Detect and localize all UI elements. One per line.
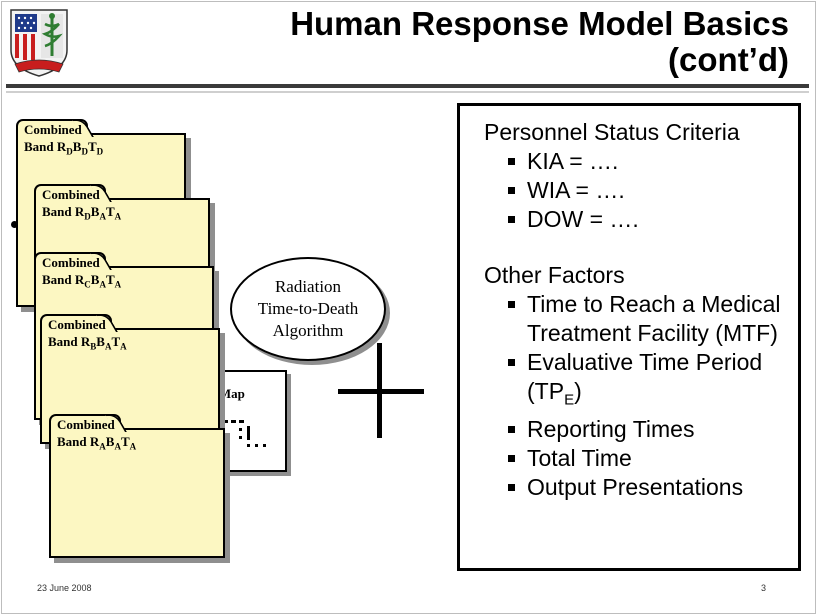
header-rule <box>6 84 809 88</box>
algorithm-line-1: Radiation <box>274 277 342 296</box>
folder-band: Band RABATA <box>57 434 137 452</box>
algorithm-line-2: Time-to-Death <box>257 299 359 318</box>
army-medical-crest-logo <box>10 9 68 77</box>
folder-band: Band RCBATA <box>42 272 122 290</box>
status-item-dow: DOW = …. <box>508 205 792 234</box>
folder-word: Combined <box>42 187 100 202</box>
folder-word: Combined <box>57 417 115 432</box>
title-line-2: (cont’d) <box>668 41 789 78</box>
plus-sign-horizontal <box>338 389 424 394</box>
status-criteria-header: Personnel Status Criteria <box>484 119 740 145</box>
criteria-box: Personnel Status Criteria KIA = …. WIA =… <box>457 103 801 571</box>
folder-word: Combined <box>42 255 100 270</box>
folder-band: Band RDBATA <box>42 204 122 222</box>
folder-word: Combined <box>24 122 82 137</box>
evaluative-time-text: Evaluative Time Period (TP <box>527 349 763 404</box>
radiation-algorithm-ellipse: Radiation Time-to-Death Algorithm <box>230 257 386 361</box>
algorithm-line-3: Algorithm <box>272 321 344 340</box>
footer-date: 23 June 2008 <box>37 583 92 593</box>
title-line-1: Human Response Model Basics <box>290 5 789 42</box>
other-factors-header: Other Factors <box>484 262 625 288</box>
factor-item-evaluative-time: Evaluative Time Period (TPE) <box>508 348 792 415</box>
factor-item-time-to-mtf: Time to Reach a Medical Treatment Facili… <box>508 290 792 348</box>
folder-band: Band RDBDTD <box>24 139 104 157</box>
page-number: 3 <box>761 583 767 593</box>
factor-item-reporting-times: Reporting Times <box>508 415 792 444</box>
status-item-kia: KIA = …. <box>508 147 792 176</box>
ellipsis-dot <box>11 221 18 228</box>
slide-title: Human Response Model Basics (cont’d) <box>290 6 789 78</box>
tpe-close: ) <box>574 378 582 404</box>
folder-word: Combined <box>48 317 106 332</box>
header-rule-light <box>6 91 809 93</box>
status-item-wia: WIA = …. <box>508 176 792 205</box>
folder-band: Band RBBATA <box>48 334 127 352</box>
factor-item-total-time: Total Time <box>508 444 792 473</box>
factor-item-output-presentations: Output Presentations <box>508 473 792 502</box>
map-marks <box>223 420 266 447</box>
tpe-subscript: E <box>564 391 575 409</box>
